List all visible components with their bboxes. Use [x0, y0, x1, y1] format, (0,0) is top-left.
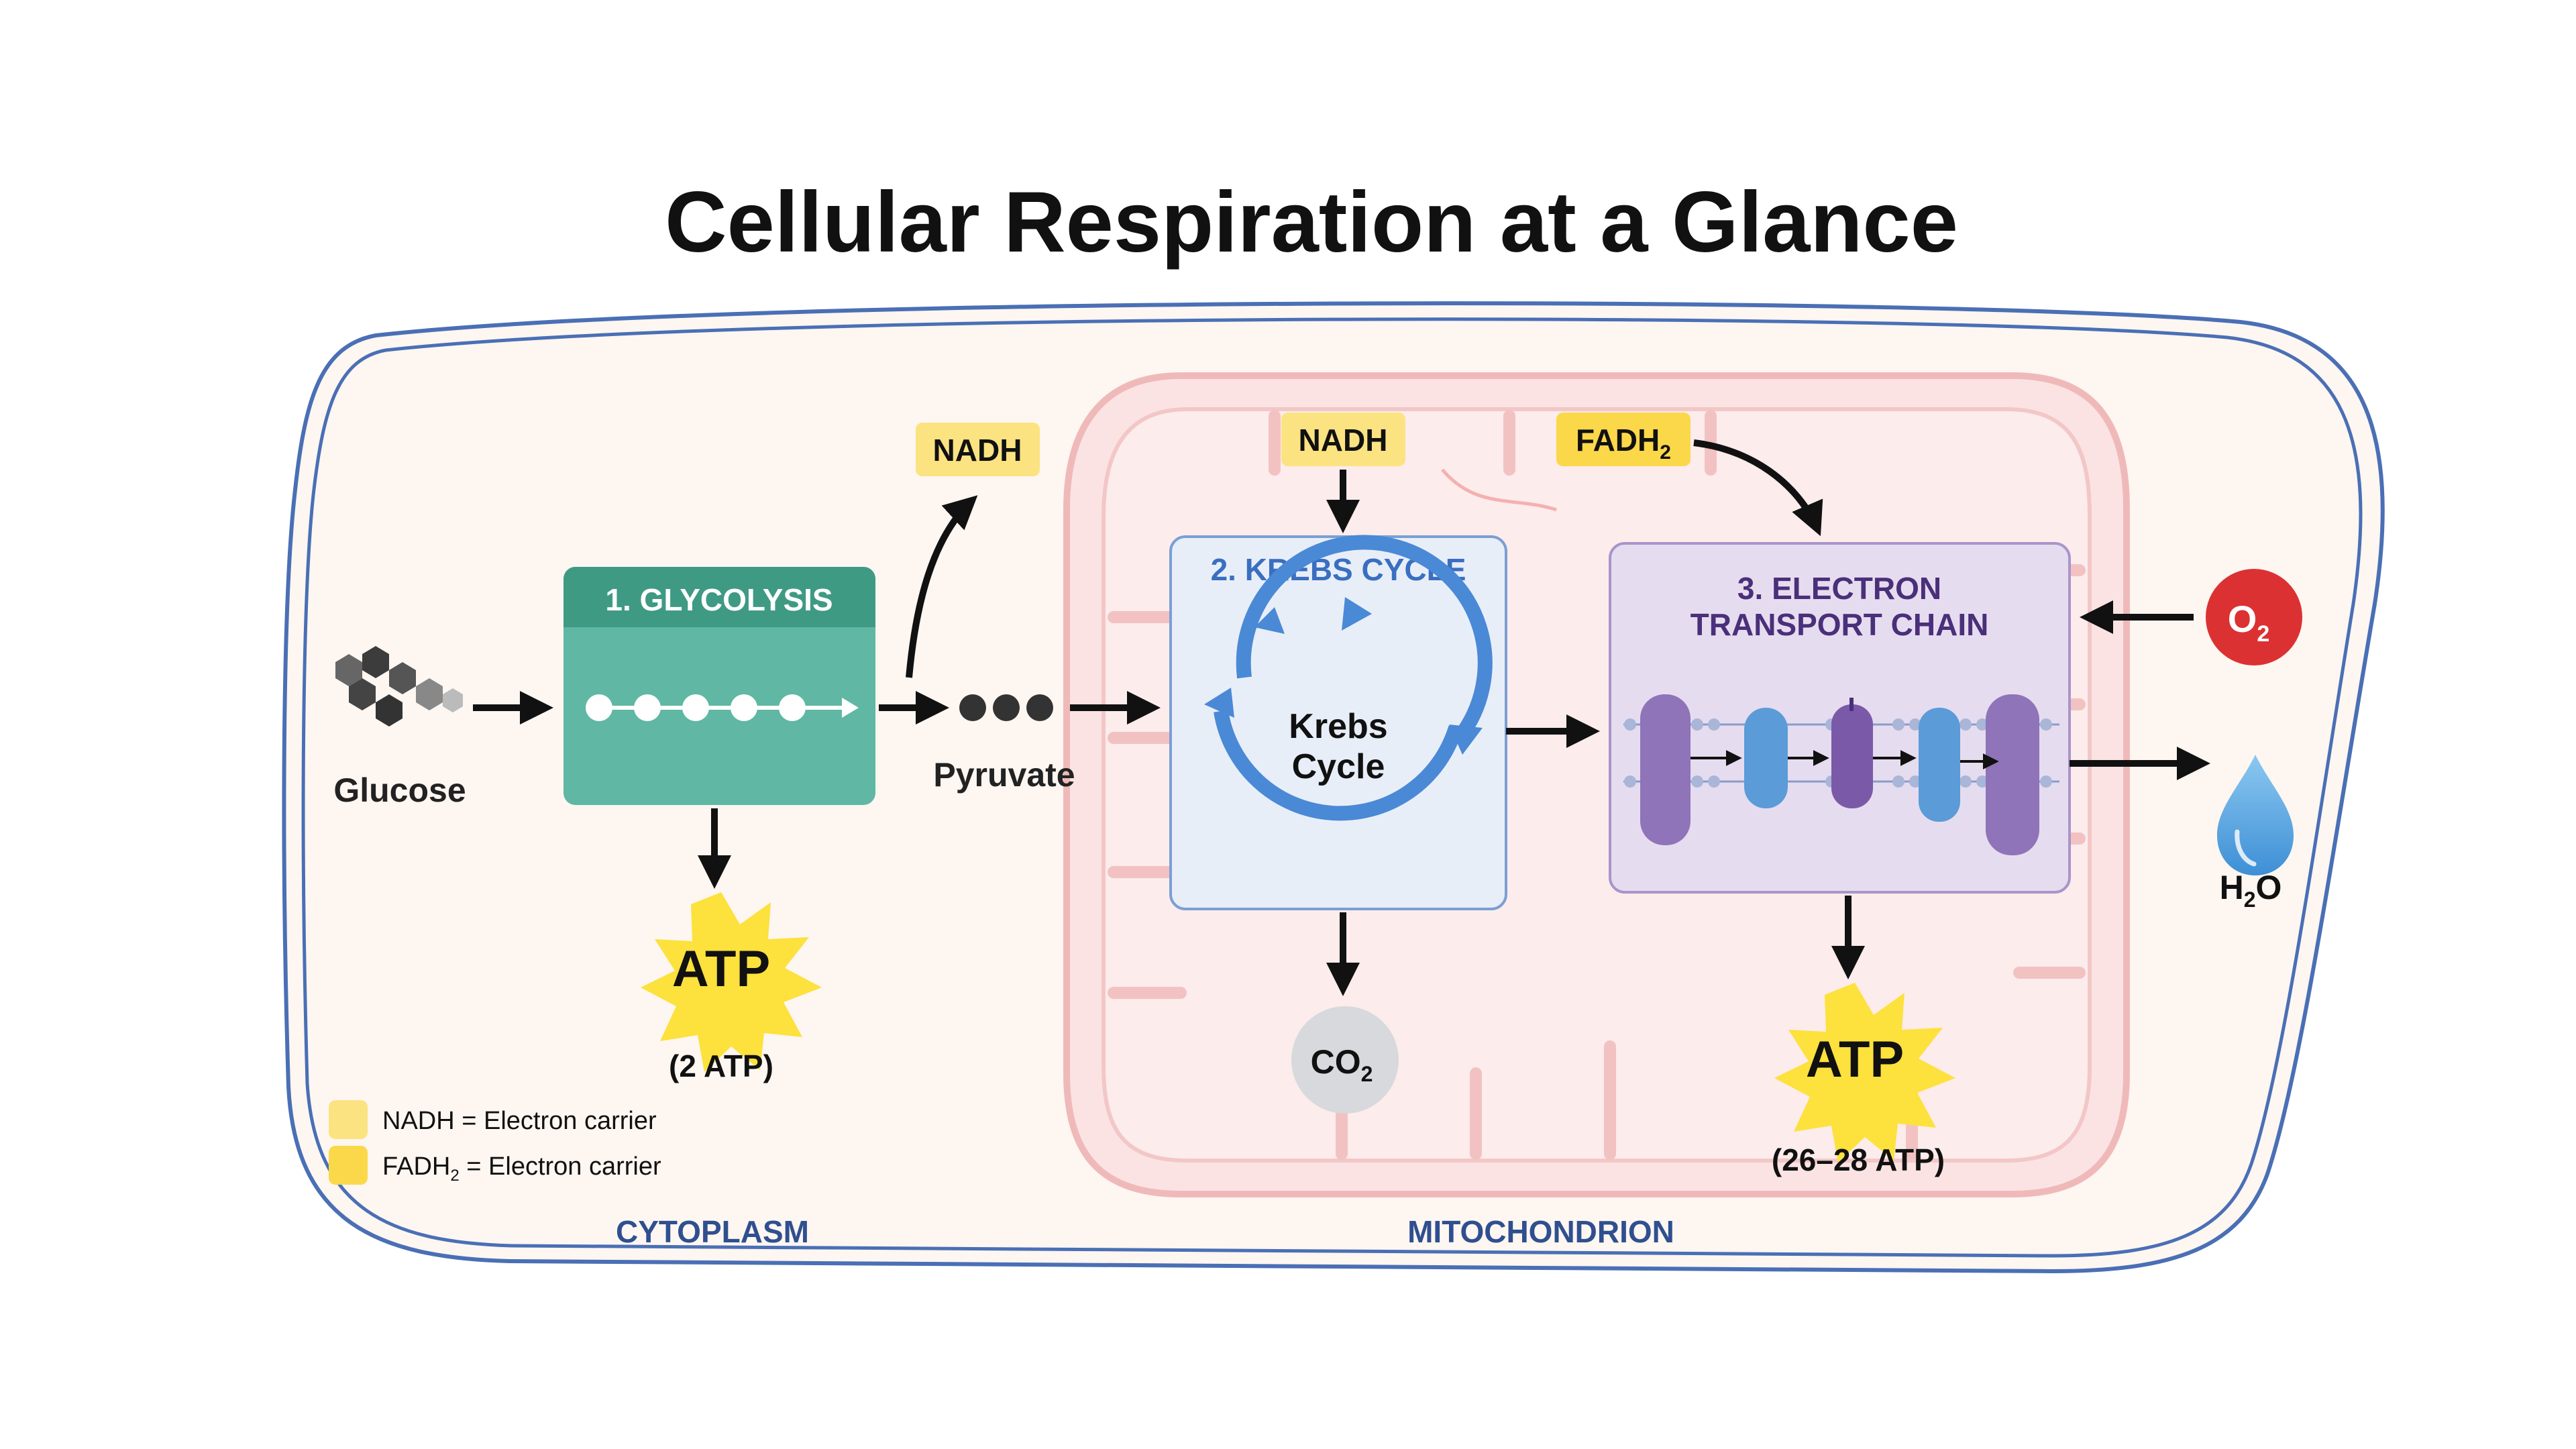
fadh2-badge: FADH2	[1556, 413, 1690, 466]
water-label: H2O	[2220, 869, 2282, 912]
legend-swatch-fadh2	[329, 1146, 368, 1185]
atp-label-etc: ATP	[1806, 1031, 1904, 1088]
glycolysis-box: 1. GLYCOLYSIS	[564, 567, 875, 805]
arrow-fadh2-to-etc	[1693, 439, 1823, 537]
oxygen-molecule: O2	[2206, 569, 2302, 665]
legend: NADH = Electron carrier FADH2 = Electron…	[329, 1100, 661, 1185]
atp-label-glycolysis: ATP	[672, 941, 770, 998]
electron-flow-arrows	[1690, 750, 1999, 769]
region-label-cytoplasm: CYTOPLASM	[616, 1214, 809, 1249]
glycolysis-steps	[586, 694, 859, 721]
svg-text:FADH2: FADH2	[1576, 423, 1671, 464]
atp-star-glycolysis: ATP	[641, 892, 822, 1072]
krebs-center-line1: Krebs	[1289, 707, 1387, 746]
svg-text:CO2: CO2	[1311, 1043, 1373, 1086]
arrow-to-nadh-glycolysis	[906, 495, 978, 678]
protein-complexes-icon	[1640, 694, 2039, 855]
atp-star-etc: ATP	[1774, 983, 1955, 1163]
svg-text:O2: O2	[2228, 598, 2269, 647]
co2-base: CO	[1311, 1043, 1361, 1081]
krebs-cycle-arrow-icon	[1204, 535, 1493, 821]
co2-sub: 2	[1361, 1062, 1373, 1086]
water-sub: 2	[2244, 888, 2256, 912]
nadh-badge-krebs: NADH	[1281, 413, 1405, 466]
nadh-badge-glycolysis: NADH	[916, 423, 1040, 476]
glucose-molecule-icon	[335, 646, 463, 727]
etc-box: 3. ELECTRON TRANSPORT CHAIN	[1609, 542, 2071, 894]
nadh-label-krebs: NADH	[1299, 423, 1388, 458]
fadh2-sub: 2	[1660, 441, 1671, 464]
legend-fadh2-base: FADH	[382, 1152, 450, 1181]
glucose-label: Glucose	[333, 771, 466, 809]
legend-fadh2-sub: 2	[450, 1167, 459, 1185]
etc-title-line1: 3. ELECTRON	[1737, 571, 1941, 606]
fadh2-base: FADH	[1576, 423, 1660, 458]
region-label-mitochondrion: MITOCHONDRION	[1407, 1214, 1674, 1249]
water-h: H	[2220, 869, 2244, 906]
legend-fadh2-text: FADH2 = Electron carrier	[382, 1152, 661, 1185]
krebs-center-line2: Cycle	[1292, 747, 1385, 786]
water-o: O	[2256, 869, 2282, 906]
pyruvate-icon	[959, 694, 1053, 721]
page-title: Cellular Respiration at a Glance	[665, 174, 1958, 270]
o2-base: O	[2228, 598, 2257, 640]
o2-sub: 2	[2257, 621, 2269, 647]
co2-molecule: CO2	[1291, 1006, 1399, 1114]
legend-swatch-nadh	[329, 1100, 368, 1139]
legend-nadh-text: NADH = Electron carrier	[382, 1107, 657, 1135]
pyruvate-label: Pyruvate	[933, 756, 1075, 794]
atp-yield-glycolysis: (2 ATP)	[669, 1049, 773, 1083]
glycolysis-title: 1. GLYCOLYSIS	[605, 582, 833, 617]
atp-yield-etc: (26–28 ATP)	[1772, 1142, 1945, 1177]
legend-fadh2-rest: = Electron carrier	[460, 1152, 661, 1181]
nadh-label-glycolysis: NADH	[933, 433, 1022, 468]
etc-title-line2: TRANSPORT CHAIN	[1690, 607, 1989, 642]
water-drop-icon	[2217, 755, 2294, 875]
krebs-cycle-box: 2. KREBS CYCLE Krebs Cycle	[1169, 535, 1507, 910]
